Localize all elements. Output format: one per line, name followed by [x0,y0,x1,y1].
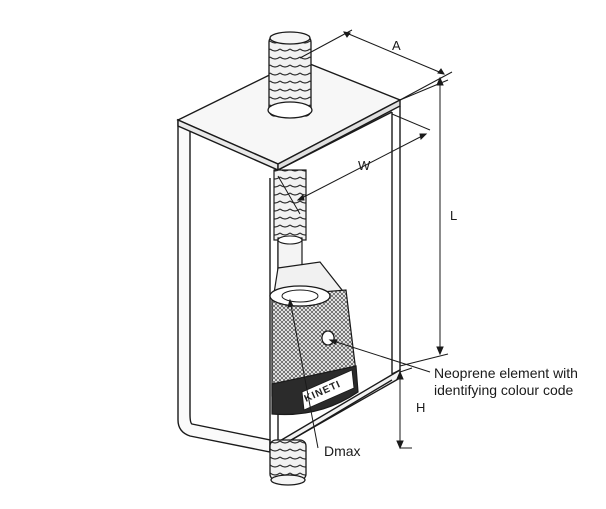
dimension-a-label: A [392,38,401,53]
threaded-rod-inner [273,169,307,269]
dimension-w-label: W [358,158,371,173]
neoprene-element: KINETI [269,261,359,416]
callout-line-2: identifying colour code [434,382,574,398]
dimension-lines [277,29,453,450]
dimension-dmax-label: Dmax [324,443,361,459]
threaded-rod-top [267,31,313,119]
colour-code-dot [321,330,335,346]
dimension-h-label: H [416,400,425,415]
callout-line-1: Neoprene element with [434,365,578,381]
threaded-rod-bottom [269,439,307,486]
dimension-l-label: L [450,208,457,223]
